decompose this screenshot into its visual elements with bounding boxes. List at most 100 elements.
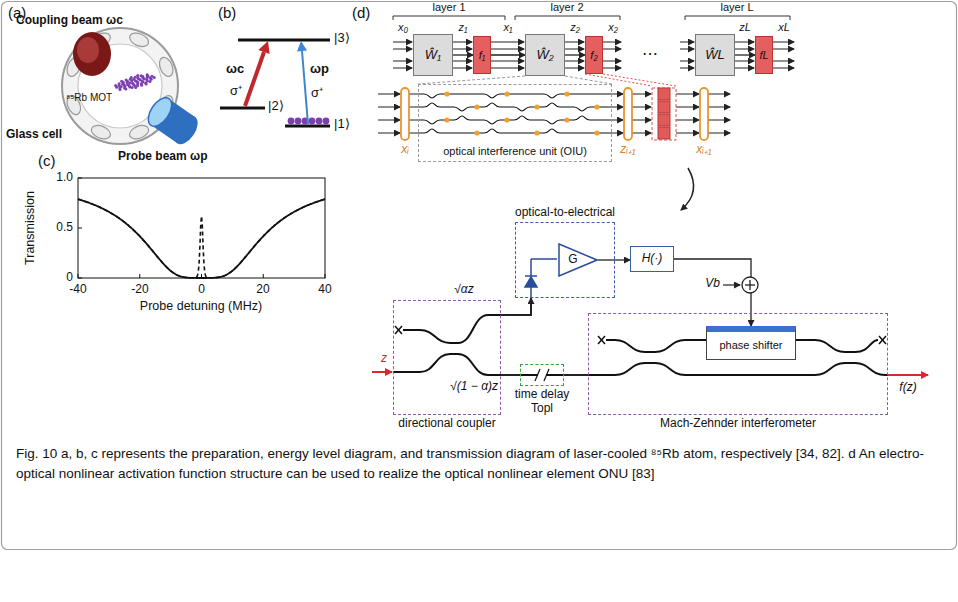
nonlinear-unit xyxy=(658,114,670,126)
node-caption: optical-to-electrical xyxy=(515,206,615,220)
waveguide-mesh xyxy=(378,94,400,95)
signal-label: Vb xyxy=(705,277,720,291)
nonlinear-unit xyxy=(658,88,670,100)
mot-cloud xyxy=(134,76,137,79)
nonlinear-unit xyxy=(658,101,670,113)
bias-arrow xyxy=(723,284,740,285)
cell-port xyxy=(157,55,176,78)
node-caption: directional coupler xyxy=(398,417,495,431)
atom-dot xyxy=(288,118,295,125)
waveguide-mesh xyxy=(378,133,400,134)
polarization-label: σ⁺ xyxy=(311,86,323,101)
transmission-plot xyxy=(78,178,325,278)
signal-arrow xyxy=(680,42,694,43)
signal-arrow xyxy=(735,61,754,62)
activation-box: f₁ xyxy=(473,36,491,74)
tick-label: -20 xyxy=(131,283,148,297)
mot-cloud xyxy=(114,84,117,87)
energy-level xyxy=(220,107,265,110)
tick-label: 40 xyxy=(318,283,331,297)
waveguide-mesh xyxy=(564,91,569,96)
figure-border xyxy=(2,2,957,550)
waveguide-mesh xyxy=(409,107,418,108)
waveguide xyxy=(403,315,501,343)
signal-label: z xyxy=(381,352,387,366)
coupling-beam xyxy=(73,32,111,76)
mot-cloud xyxy=(125,79,128,82)
signal-arrow xyxy=(393,61,412,62)
waveguide-mesh xyxy=(632,94,651,95)
cell-port xyxy=(89,123,112,142)
coupling-beam xyxy=(73,32,111,76)
signal-arrow xyxy=(773,42,794,43)
waveguide-mesh xyxy=(594,130,599,135)
signal-arrow xyxy=(393,68,412,69)
output-arrow xyxy=(888,374,928,376)
waveguide xyxy=(393,315,501,375)
waveguide-mesh xyxy=(409,120,418,121)
oiu-group: optical interference unit (OIU) xyxy=(418,84,612,162)
signal-arrow xyxy=(453,49,472,50)
coupling-arrow xyxy=(258,41,269,54)
mot-cloud xyxy=(134,86,137,89)
waveguide-mesh xyxy=(612,107,623,108)
atom-dot xyxy=(309,118,316,125)
mot-cloud xyxy=(130,76,133,79)
waveguide-mesh xyxy=(676,133,699,134)
connector xyxy=(501,374,520,376)
signal-arrow xyxy=(393,42,412,43)
signal-arrow xyxy=(565,49,584,50)
layer-label: layer L xyxy=(720,1,753,14)
vector-module xyxy=(401,88,409,140)
waveguide-mesh xyxy=(378,107,400,108)
node-caption: Mach-Zehnder interferometer xyxy=(660,417,816,431)
delay-group: time delayTopl xyxy=(520,364,564,386)
waveguide xyxy=(393,354,501,375)
signal-arrow xyxy=(491,61,524,62)
waveguide-mesh xyxy=(676,120,699,121)
waveguide-mesh xyxy=(594,104,599,109)
mot-cloud xyxy=(114,73,156,91)
waveguide-mesh xyxy=(676,107,699,108)
weight-matrix-box: Ŵ₁ xyxy=(413,34,453,76)
coupler-group: directional coupler xyxy=(393,300,501,415)
signal-label: xᵢ xyxy=(401,143,409,157)
transmission-plot xyxy=(78,199,325,278)
signal-arrow xyxy=(735,68,754,69)
transmission-plot xyxy=(78,278,82,279)
signal-arrow xyxy=(773,49,794,50)
probe-beam xyxy=(144,94,203,149)
waveguide-mesh xyxy=(708,133,730,134)
mot-cloud xyxy=(136,74,139,77)
waveguide-mesh xyxy=(632,107,651,108)
terminated-port xyxy=(879,336,886,344)
mot-cloud xyxy=(118,82,121,85)
waveguide-mesh xyxy=(418,103,612,111)
terminated-port xyxy=(395,326,402,334)
tick-label: -40 xyxy=(69,283,86,297)
cell-port xyxy=(64,30,175,141)
node-text: optical interference unit (OIU) xyxy=(443,145,587,158)
vector-module xyxy=(700,88,708,140)
waveguide-mesh xyxy=(474,130,479,135)
connector xyxy=(491,54,525,55)
signal-arrow xyxy=(735,49,754,50)
signal-arrow xyxy=(453,68,472,69)
frequency-label: ωc xyxy=(226,62,244,77)
mot-cloud xyxy=(131,86,134,89)
cell-port xyxy=(128,30,151,49)
beam-label: Coupling beam ωc xyxy=(16,14,123,28)
probe-beam xyxy=(170,112,203,149)
transmission-plot xyxy=(139,274,140,278)
axis-title: Transmission xyxy=(23,191,37,265)
coupling-arrow xyxy=(245,41,270,106)
waveguide-mesh xyxy=(378,120,400,121)
delay-line xyxy=(520,374,538,376)
zoom-arrow xyxy=(681,168,694,210)
mot-cloud xyxy=(146,73,149,76)
transmission-plot xyxy=(325,274,326,278)
signal-arrow xyxy=(680,61,694,62)
atom-dot xyxy=(316,118,323,125)
transmission-plot xyxy=(78,178,82,179)
tick-label: 0.5 xyxy=(56,221,73,235)
